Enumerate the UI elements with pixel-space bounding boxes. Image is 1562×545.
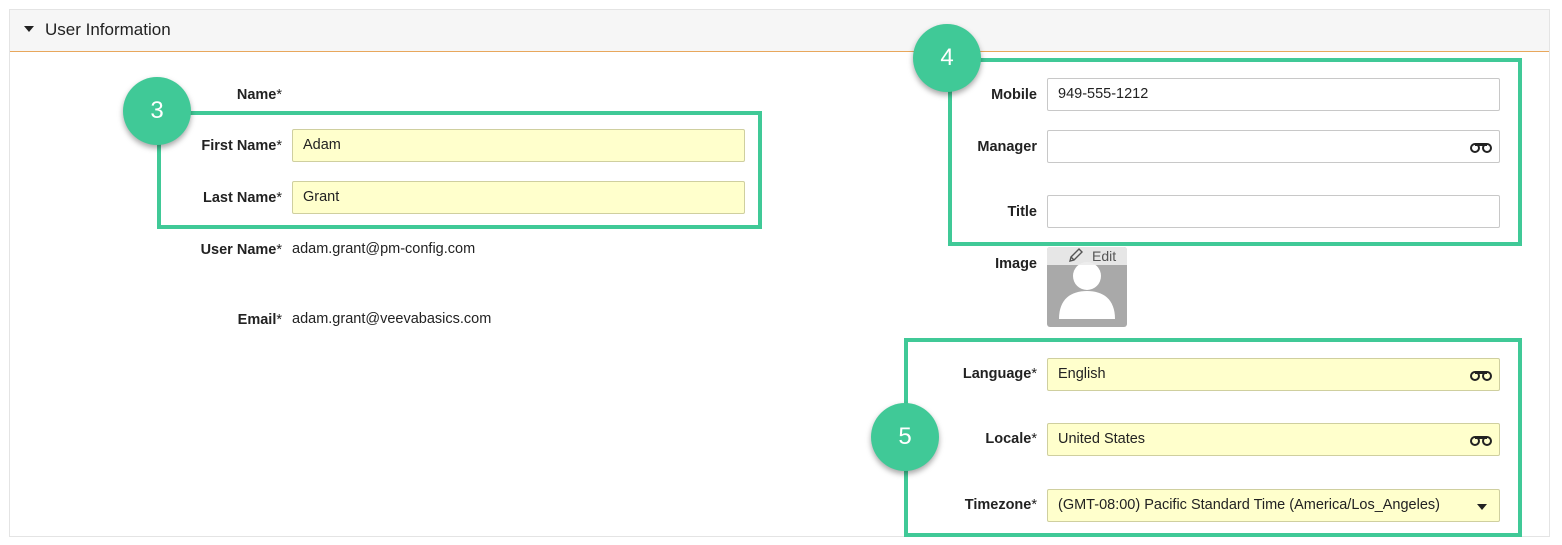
email-label: Email* (237, 312, 282, 328)
binoculars-icon[interactable] (1470, 141, 1492, 153)
timezone-select[interactable]: (GMT-08:00) Pacific Standard Time (Ameri… (1047, 489, 1500, 522)
language-input[interactable]: English (1047, 358, 1500, 391)
first-name-input[interactable]: Adam (292, 129, 745, 162)
mobile-label: Mobile (991, 87, 1037, 103)
locale-value: United States (1058, 431, 1146, 447)
name-label: Name* (236, 87, 282, 103)
last-name-label: Last Name* (203, 190, 282, 206)
user-name-value: adam.grant@pm-config.com (292, 241, 476, 257)
callout-box-5 (904, 338, 1522, 537)
collapse-caret-icon[interactable] (24, 26, 34, 32)
timezone-label: Timezone* (964, 497, 1037, 513)
callout-box-4 (948, 58, 1522, 246)
panel-title: User Information (45, 20, 171, 39)
locale-input[interactable]: United States (1047, 423, 1500, 456)
image-label: Image (995, 256, 1037, 272)
first-name-label: First Name* (201, 138, 282, 154)
locale-label: Locale* (985, 431, 1037, 447)
user-name-label: User Name* (200, 242, 282, 258)
language-value: English (1058, 366, 1106, 382)
callout-box-3 (157, 111, 762, 229)
avatar[interactable]: Edit (1047, 247, 1127, 327)
callout-badge-5: 5 (871, 403, 939, 471)
manager-label: Manager (977, 139, 1037, 155)
callout-badge-4: 4 (913, 24, 981, 92)
edit-label: Edit (1092, 248, 1117, 264)
image-edit-button[interactable]: Edit (1047, 247, 1127, 265)
manager-input[interactable] (1047, 130, 1500, 163)
binoculars-icon[interactable] (1470, 434, 1492, 446)
binoculars-icon[interactable] (1470, 369, 1492, 381)
chevron-down-icon[interactable] (1477, 504, 1487, 510)
pencil-icon (1069, 248, 1083, 262)
user-silhouette-icon (1059, 262, 1115, 319)
title-label: Title (1007, 204, 1037, 220)
email-value: adam.grant@veevabasics.com (292, 311, 492, 327)
last-name-input[interactable]: Grant (292, 181, 745, 214)
timezone-value: (GMT-08:00) Pacific Standard Time (Ameri… (1058, 497, 1440, 513)
title-input[interactable] (1047, 195, 1500, 228)
mobile-input[interactable]: 949-555-1212 (1047, 78, 1500, 111)
panel-header[interactable]: User Information (10, 10, 1549, 52)
language-label: Language* (962, 366, 1037, 382)
callout-badge-3: 3 (123, 77, 191, 145)
